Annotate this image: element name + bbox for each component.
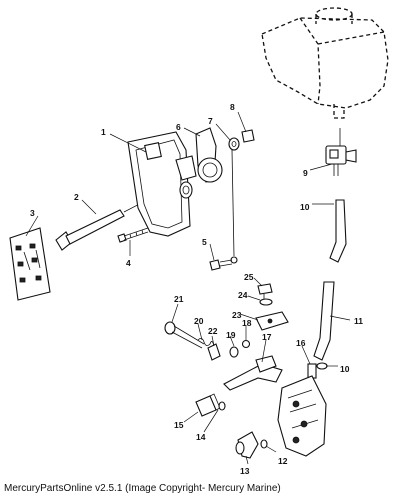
- callout-6: 6: [176, 122, 181, 132]
- callout-5: 5: [202, 237, 207, 247]
- bracket-6: [195, 127, 223, 183]
- clip-22: [207, 343, 221, 361]
- callout-15: 15: [174, 420, 184, 430]
- callout-19: 19: [226, 330, 236, 340]
- screw-14: [218, 401, 226, 411]
- hose-11: [313, 281, 335, 361]
- bracket-1: [127, 131, 197, 237]
- pump-body: [277, 375, 327, 457]
- washer-10-lower: [316, 362, 328, 370]
- callout-20: 20: [194, 316, 204, 326]
- oil-tank-outline: [261, 7, 389, 119]
- callout-25: 25: [244, 272, 254, 282]
- parts-exploded-diagram: 1 2 3 4 5 6 7 8 9 10 10 11 12 13 14 15 1…: [9, 7, 389, 476]
- plate-3: [9, 227, 51, 301]
- callout-14: 14: [196, 432, 206, 442]
- callout-12: 12: [278, 456, 288, 466]
- callout-4: 4: [126, 258, 131, 268]
- lever-17: [223, 355, 283, 391]
- callout-9: 9: [303, 168, 308, 178]
- copyright-footer: MercuryPartsOnline v2.5.1 (Image Copyrig…: [4, 483, 281, 494]
- link-rod: [230, 149, 238, 264]
- callout-22: 22: [208, 326, 218, 336]
- callout-13: 13: [240, 466, 250, 476]
- washer-19: [229, 346, 239, 358]
- callout-18: 18: [242, 318, 252, 328]
- callout-1: 1: [101, 127, 106, 137]
- screw-5: [209, 259, 233, 271]
- callout-16: 16: [296, 338, 306, 348]
- callout-10-lower: 10: [340, 364, 350, 374]
- washer-7: [228, 137, 240, 151]
- callout-3: 3: [30, 208, 35, 218]
- clip-23: [255, 311, 289, 331]
- callout-23: 23: [232, 310, 242, 320]
- oil-fitting-9: [325, 128, 357, 176]
- callout-2: 2: [74, 192, 79, 202]
- pin-18: [241, 339, 251, 349]
- washer-12: [260, 439, 268, 449]
- hose-10-upper: [329, 199, 347, 263]
- leader-lines: [25, 111, 351, 465]
- screw-21: [164, 321, 205, 349]
- callout-10-upper: 10: [300, 202, 310, 212]
- callout-21: 21: [174, 294, 184, 304]
- block-15: [195, 393, 221, 417]
- fitting-13: [235, 431, 259, 459]
- callout-17: 17: [262, 332, 272, 342]
- screw-4: [117, 227, 149, 243]
- callout-7: 7: [208, 116, 213, 126]
- callout-24: 24: [238, 290, 248, 300]
- callout-11: 11: [354, 316, 363, 326]
- callout-labels: 1 2 3 4 5 6 7 8 9 10 10 11 12 13 14 15 1…: [30, 102, 363, 476]
- washer-24: [259, 298, 273, 306]
- cable-2: [55, 179, 187, 251]
- callout-8: 8: [230, 102, 235, 112]
- nut-8: [241, 129, 255, 143]
